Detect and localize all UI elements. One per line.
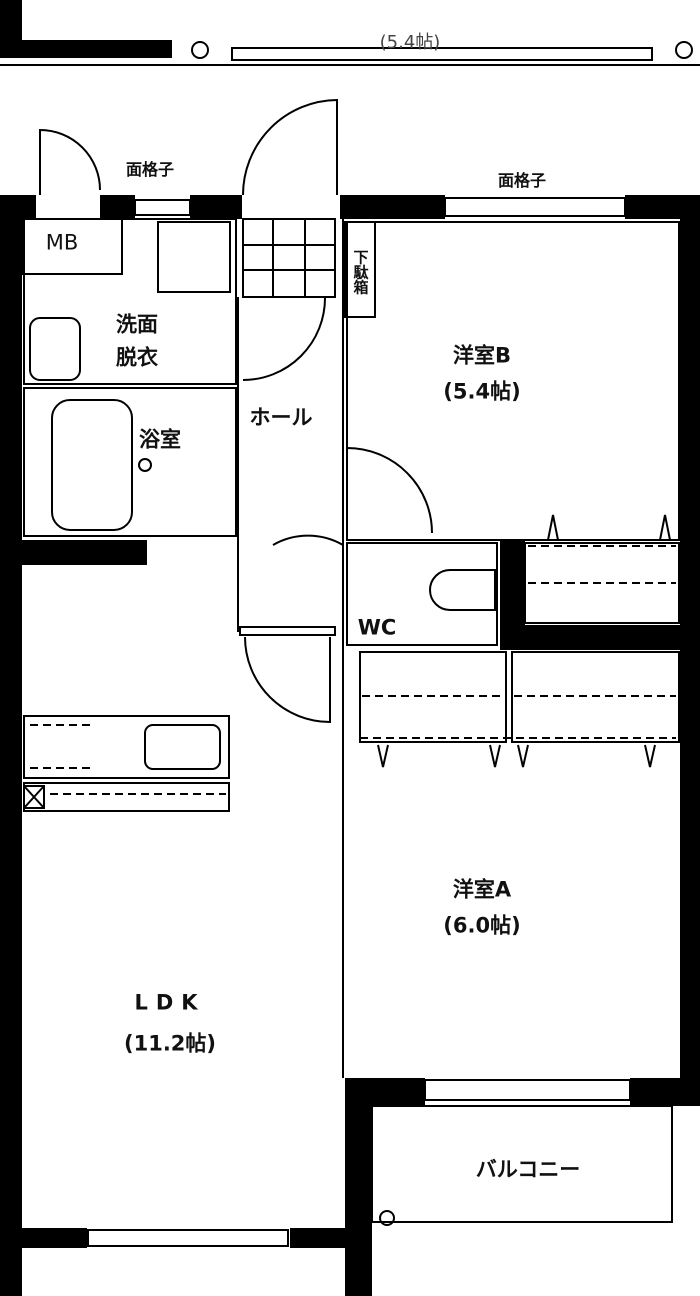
partitions — [0, 41, 700, 1247]
balcony-label: バルコニー — [475, 1157, 581, 1182]
hall-label: ホール — [249, 405, 313, 430]
meter-box-label: MB — [45, 230, 79, 255]
washroom-label-2: 脱衣 — [116, 345, 158, 370]
room-b-name: 洋室B — [452, 343, 512, 368]
washroom-label-1: 洗面 — [116, 312, 158, 337]
bathroom-label: 浴室 — [139, 427, 181, 452]
shoe-box-label: 下駄箱 — [351, 249, 370, 295]
room-b-size: (5.4帖) — [443, 379, 521, 404]
wc-label: WC — [357, 615, 397, 640]
lattice-right-label: 面格子 — [497, 171, 547, 190]
room-a-name: 洋室A — [452, 877, 512, 902]
ldk-name: LDK — [134, 990, 206, 1015]
upper-unit-size-label: (5.4帖) — [379, 32, 441, 53]
closet-rods — [30, 545, 676, 795]
room-a-size: (6.0帖) — [443, 913, 521, 938]
ldk-size: (11.2帖) — [123, 1031, 217, 1056]
lattice-left-label: 面格子 — [125, 160, 175, 179]
